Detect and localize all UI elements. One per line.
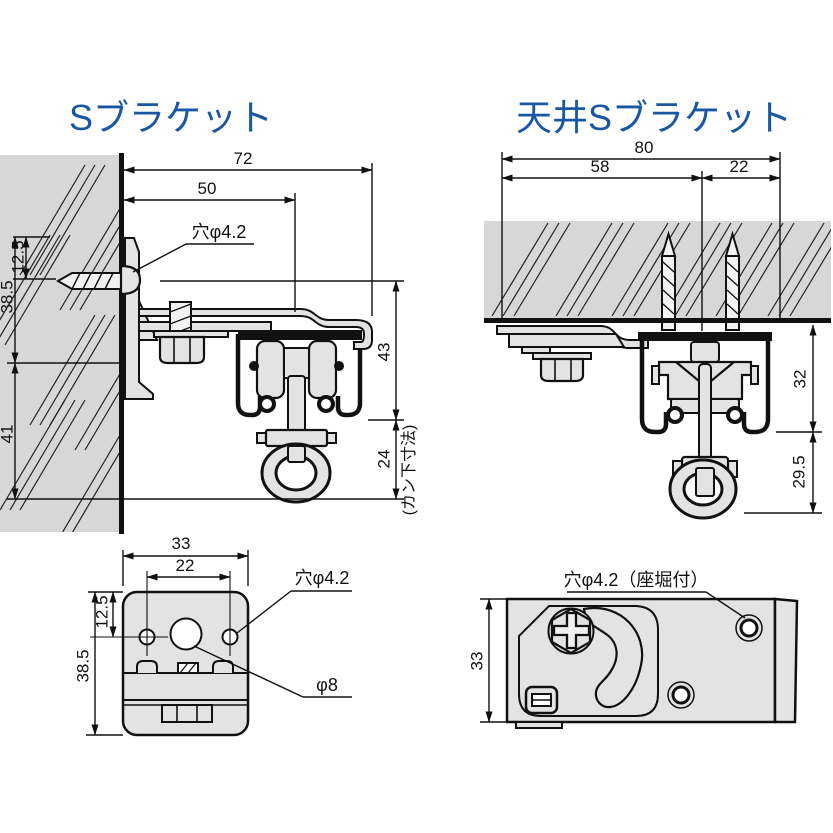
rail-channel xyxy=(235,330,363,418)
dim-29-5: 29.5 xyxy=(789,455,808,488)
roller-left xyxy=(255,339,286,400)
hanger-strap xyxy=(698,363,712,469)
curl-right xyxy=(726,406,744,424)
dim-33: 33 xyxy=(172,534,191,553)
right-view-dimension-lines xyxy=(501,152,822,514)
dim-33-right-plan: 33 xyxy=(467,652,486,671)
ceiling-s-bracket-plan-view: 33 穴φ4.2（座堀付） xyxy=(467,570,799,729)
bracket-arm xyxy=(138,321,272,332)
hole-label-right-plan: 穴φ4.2（座堀付） xyxy=(564,570,709,590)
ceiling-hex-bolt xyxy=(539,357,585,383)
hex-bolt xyxy=(158,335,206,365)
axle-left xyxy=(249,361,259,371)
dim-24: 24 xyxy=(374,450,393,469)
plan-centerlines xyxy=(90,571,231,656)
right-plan-dimension-lines xyxy=(480,591,746,723)
axle-right xyxy=(334,361,344,371)
set-screw-section xyxy=(177,662,199,674)
dim-38-5: 38.5 xyxy=(0,280,16,313)
left-plan-dimension-lines xyxy=(86,550,352,736)
roller-hub xyxy=(283,347,310,379)
rail-top-plate xyxy=(138,308,373,350)
curl-right xyxy=(317,395,335,413)
curl-left xyxy=(258,395,276,413)
tab-left xyxy=(136,660,158,673)
ring-hanger xyxy=(256,428,337,504)
roller-right xyxy=(307,339,338,400)
s-bracket-plan-view: 33 22 12.5 38.5 穴φ4.2 φ8 xyxy=(73,534,352,737)
dim-12-5-plan: 12.5 xyxy=(92,595,111,628)
ceiling-screw-right xyxy=(724,230,741,331)
left-title: Sブラケット xyxy=(69,97,273,138)
ceiling-section xyxy=(484,221,831,318)
wall-face-line xyxy=(119,153,124,534)
ring-drop-note: (カン下寸法) xyxy=(400,425,418,516)
screw-head xyxy=(119,264,142,296)
dim-58: 58 xyxy=(591,157,610,176)
dim-22: 22 xyxy=(730,157,749,176)
wall-section xyxy=(0,155,121,532)
hook-loop xyxy=(582,606,644,709)
slotted-catch xyxy=(524,685,559,715)
dim-50: 50 xyxy=(198,179,217,198)
nut-bottom-view xyxy=(161,704,213,723)
dim-72: 72 xyxy=(234,149,253,168)
ceiling-ring-hanger xyxy=(668,455,738,520)
dim-41: 41 xyxy=(0,425,16,444)
ceiling-roller-carriage xyxy=(651,341,759,469)
counterbore-hole-top xyxy=(735,614,763,642)
hole-label-left-plan: 穴φ4.2 xyxy=(295,568,350,588)
ceiling-screw-left xyxy=(660,230,677,331)
left-view-dimension-lines xyxy=(7,163,404,500)
ceiling-face-line xyxy=(484,318,831,323)
hex-screw-top-view xyxy=(547,607,595,655)
curl-left xyxy=(666,406,684,424)
dim-32: 32 xyxy=(790,370,809,389)
dim-80: 80 xyxy=(635,138,654,157)
counterbore-hole-bottom xyxy=(667,681,695,709)
ceiling-hatch xyxy=(491,222,831,317)
hole-label-left-view: 穴φ4.2 xyxy=(192,222,247,242)
ceiling-rail-channel xyxy=(638,332,772,435)
center-hole xyxy=(169,617,203,651)
phillips-cross-icon xyxy=(552,611,591,650)
center-hole-label: φ8 xyxy=(316,675,338,695)
ceiling-s-bracket-side-view: 80 58 22 32 29.5 xyxy=(484,138,831,520)
right-title: 天井Sブラケット xyxy=(516,97,792,138)
s-bracket-side-view: 72 50 穴φ4.2 12.5 38.5 41 43 24 (カン下寸法) xyxy=(0,149,418,534)
dim-38-5-plan: 38.5 xyxy=(73,649,92,682)
plate-edge-flange xyxy=(773,597,799,724)
dim-22-pitch: 22 xyxy=(176,556,195,575)
plate-foot xyxy=(515,721,563,729)
dim-43: 43 xyxy=(374,343,393,362)
wall-mounting-screw xyxy=(55,264,142,296)
ceiling-bracket-plate-2 xyxy=(508,333,626,348)
dim-12-5: 12.5 xyxy=(8,240,27,273)
